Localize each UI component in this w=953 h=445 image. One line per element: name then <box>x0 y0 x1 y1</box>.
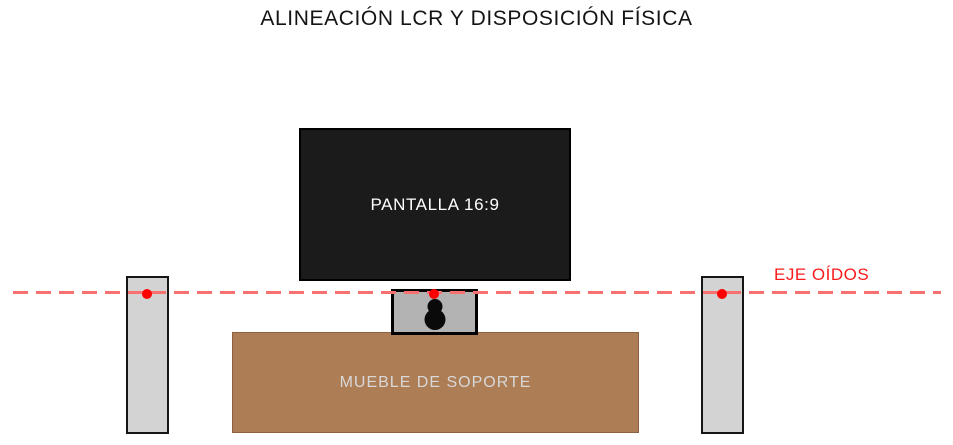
page-title: ALINEACIÓN LCR Y DISPOSICIÓN FÍSICA <box>260 7 693 30</box>
screen-label: PANTALLA 16:9 <box>370 194 500 214</box>
left-speaker <box>126 276 169 434</box>
center-speaker-alignment-dot <box>429 289 439 299</box>
ear-axis-dashed-line <box>13 291 941 294</box>
screen-16-9: PANTALLA 16:9 <box>299 128 571 281</box>
ear-axis-label: EJE OÍDOS <box>774 265 870 284</box>
right-speaker-alignment-dot <box>717 289 727 299</box>
left-speaker-alignment-dot <box>142 289 152 299</box>
support-cabinet-label: MUEBLE DE SOPORTE <box>339 373 532 391</box>
right-speaker <box>701 276 744 434</box>
speaker-driver-icon <box>424 309 445 330</box>
support-cabinet: MUEBLE DE SOPORTE <box>232 332 639 433</box>
